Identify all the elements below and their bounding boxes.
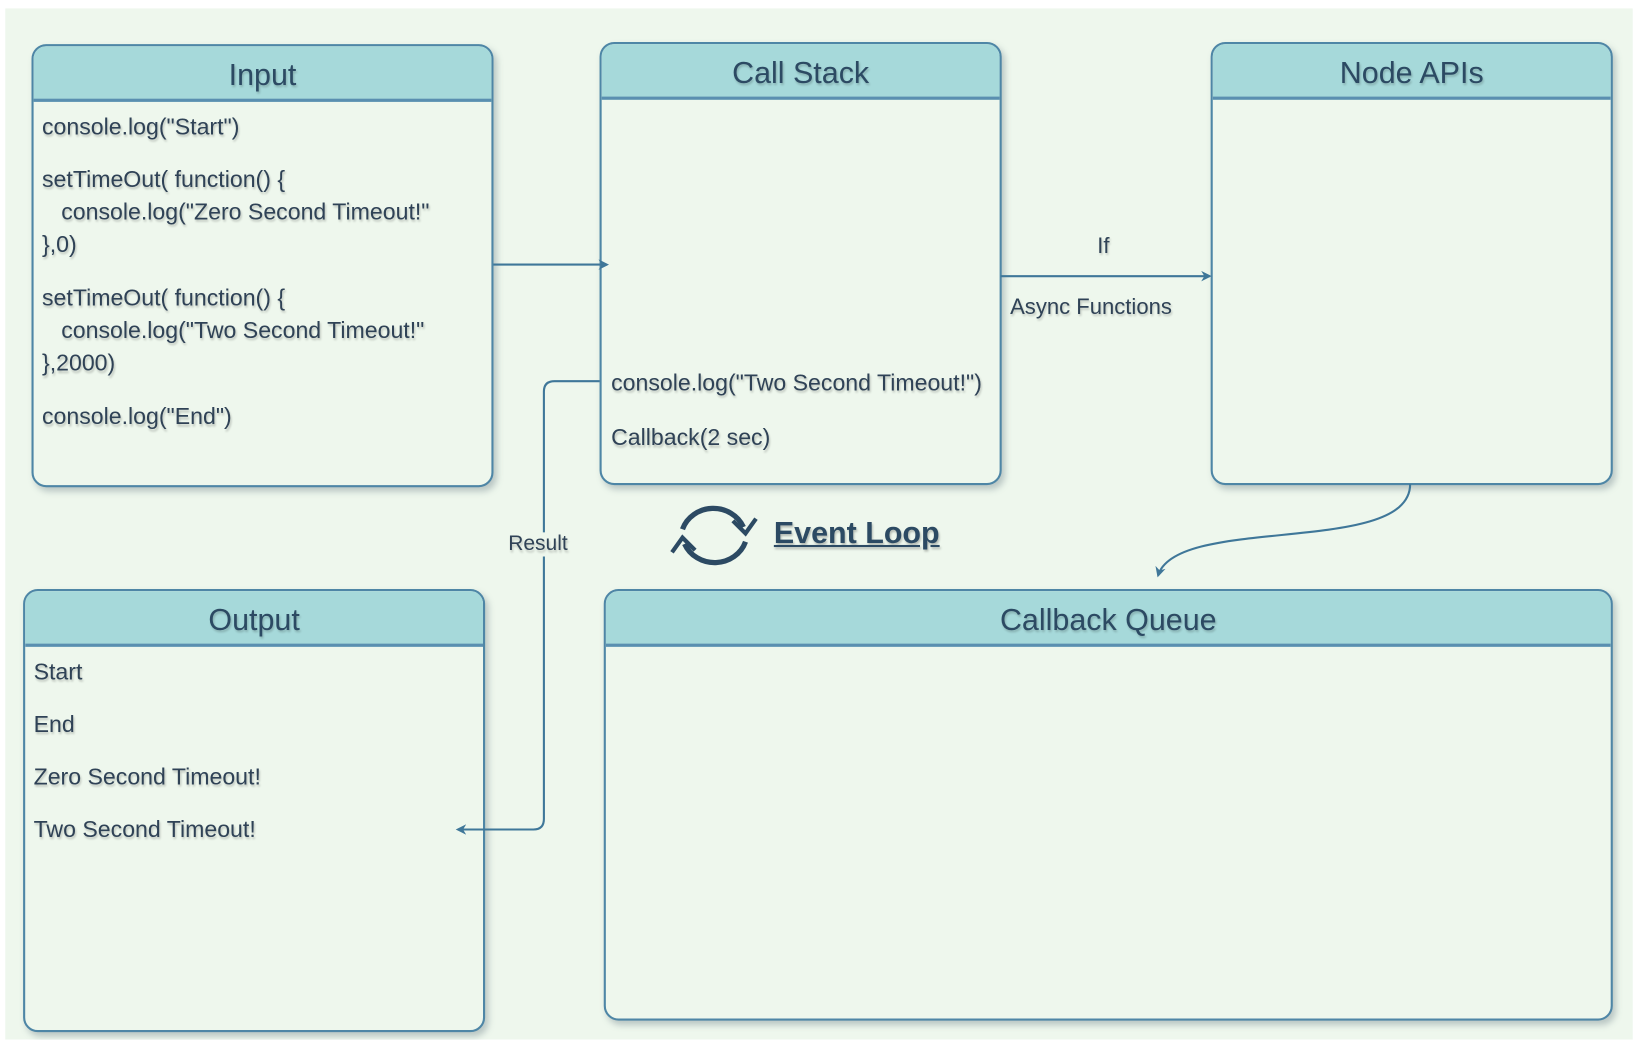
arrow-result-to-output <box>455 380 600 835</box>
stack-frame: console.log("Two Second Timeout!") <box>611 369 982 396</box>
output-line: Zero Second Timeout! <box>33 763 261 790</box>
async-functions-label: Async Functions <box>1010 295 1172 320</box>
input-box: Input console.log("Start") setTimeOut( f… <box>31 44 494 488</box>
node-apis-box: Node APIs <box>1210 42 1613 486</box>
event-loop-label: Event Loop <box>773 516 940 551</box>
output-line: Start <box>33 658 83 685</box>
call-stack-header: Call Stack <box>601 44 1000 100</box>
output-line: Two Second Timeout! <box>33 815 256 843</box>
call-stack-box: Call Stack console.log("Two Second Timeo… <box>599 42 1002 486</box>
result-label: Result <box>508 532 568 557</box>
input-header: Input <box>33 46 492 102</box>
code-line: },0) <box>42 230 77 258</box>
code-line: console.log("Zero Second Timeout!" <box>42 198 430 225</box>
if-label: If <box>1097 234 1110 259</box>
callback-queue-header: Callback Queue <box>605 591 1611 647</box>
code-line: console.log("Start") <box>42 113 240 140</box>
callback-queue-box: Callback Queue <box>603 589 1613 1021</box>
code-line: console.log("Two Second Timeout!" <box>42 317 425 344</box>
output-header: Output <box>25 591 483 647</box>
output-line: End <box>33 710 75 738</box>
arrow-node-apis-to-callback-queue <box>1155 484 1412 578</box>
node-apis-header: Node APIs <box>1212 44 1611 100</box>
refresh-cycle-icon <box>670 505 758 566</box>
code-line: },2000) <box>42 349 116 376</box>
output-box: Output Start End Zero Second Timeout! Tw… <box>23 589 486 1033</box>
code-line: console.log("End") <box>42 403 232 430</box>
code-line: setTimeOut( function() { <box>42 284 286 311</box>
stack-frame: Callback(2 sec) <box>611 424 771 451</box>
code-line: setTimeOut( function() { <box>42 165 286 193</box>
